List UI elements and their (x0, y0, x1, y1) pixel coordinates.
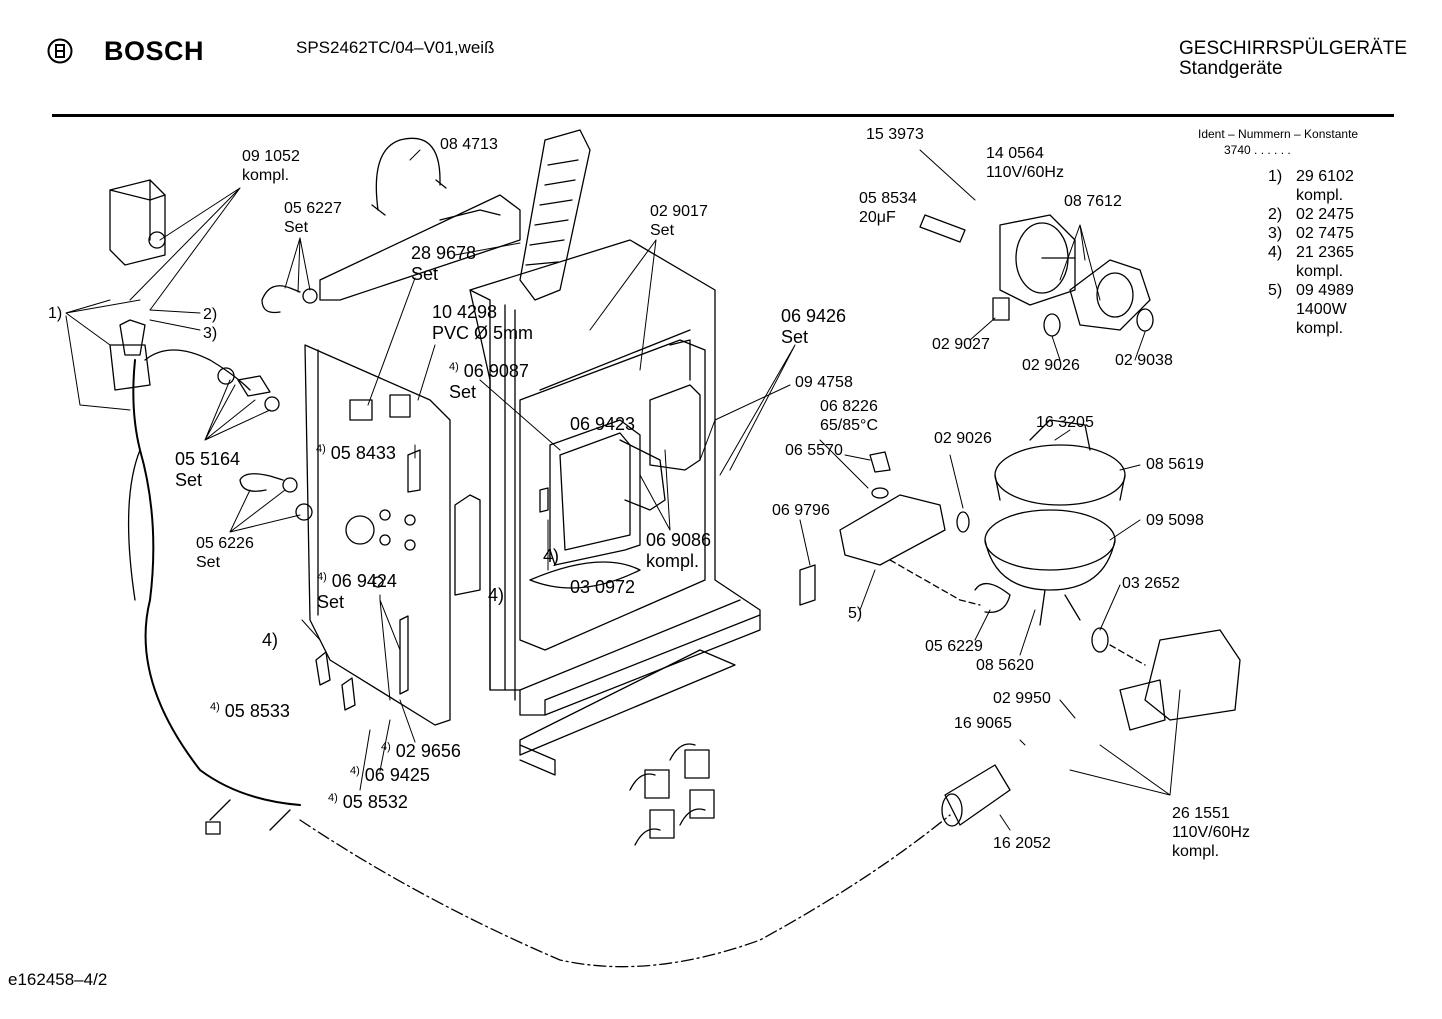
label-085620: 08 5620 (976, 657, 1034, 674)
top-panel (319, 194, 521, 301)
label-140564: 14 0564 110V/60Hz (986, 145, 1064, 181)
model-name: SPS2462TC/04–V01,weiß (296, 38, 495, 57)
legend-row: 4)21 2365 (1268, 244, 1354, 261)
leader-lines (65, 149, 1181, 831)
ident-title: Ident – Nummern – Konstante (1198, 127, 1359, 141)
label-069087: 4) 06 9087 Set (449, 361, 529, 402)
connector-set (629, 743, 715, 846)
label-058533: 4) 05 8533 (210, 701, 290, 721)
label-069424: 4) 06 9424 Set (317, 571, 397, 612)
brand-name: BOSCH (104, 36, 205, 66)
inlet-duct (519, 129, 591, 301)
legend-row-extra: kompl. (1296, 263, 1344, 280)
label-055164: 05 5164 Set (175, 449, 241, 490)
label-058534: 05 8534 20μF (859, 190, 917, 226)
label-029026-b: 02 9026 (934, 430, 992, 447)
label-032652: 03 2652 (1122, 575, 1180, 592)
drain-pump (1091, 627, 1241, 731)
legend-row: 5)09 4989 (1268, 282, 1354, 299)
subcategory-title: Standgeräte (1179, 58, 1283, 79)
valve-part (119, 319, 146, 356)
label-094758: 09 4758 (795, 374, 853, 391)
control-unit (109, 179, 166, 266)
label-087612: 08 7612 (1064, 193, 1122, 210)
drawing-code: e162458–4/2 (8, 970, 108, 989)
label-029950: 02 9950 (993, 690, 1051, 707)
label-289678: 28 9678 Set (411, 243, 477, 284)
ident-code: 3740 . . . . . . (1224, 143, 1291, 157)
label-104298: 10 4298 PVC Ø 5mm (432, 302, 534, 343)
label-085619: 08 5619 (1146, 456, 1204, 473)
label-069426: 06 9426 Set (781, 306, 847, 347)
label-030972: 03 0972 (570, 577, 636, 597)
ref-marker-5: 5) (848, 605, 863, 622)
label-153973: 15 3973 (866, 126, 924, 143)
label-029027: 02 9027 (932, 336, 990, 353)
label-069423: 06 9423 (570, 414, 636, 434)
legend-row: 2)02 2475 (1268, 206, 1354, 223)
label-029038: 02 9038 (1115, 352, 1173, 369)
tub-body (469, 239, 761, 716)
label-029026-a: 02 9026 (1022, 357, 1080, 374)
sump-assembly (984, 419, 1126, 591)
ref-marker-4-duct: 4) (488, 585, 505, 605)
door-seal-frame (549, 419, 666, 566)
label-084713: 08 4713 (440, 136, 498, 153)
legend-row: 3)02 7475 (1268, 225, 1354, 242)
ref-marker-1: 1) (48, 305, 63, 322)
clamp-part (375, 137, 441, 211)
label-065570: 06 5570 (785, 442, 843, 459)
label-056229: 05 6229 (925, 638, 983, 655)
ref-marker-3: 3) (203, 325, 218, 342)
label-069425: 4) 06 9425 (350, 765, 430, 785)
ref-marker-4-side: 4) (262, 630, 279, 650)
label-029017: 02 9017 Set (650, 203, 708, 239)
bosch-logo-icon (47, 38, 73, 64)
label-091052: 09 1052 kompl. (242, 148, 300, 184)
ref-marker-4-mount: 4) (543, 546, 560, 566)
category-title: GESCHIRRSPÜLGERÄTE (1179, 38, 1408, 59)
label-058433: 4) 05 8433 (316, 443, 396, 463)
label-163205: 16 3205 (1036, 414, 1094, 431)
sleeve-part (941, 764, 1011, 827)
legend-row: 1)29 6102 (1268, 168, 1354, 185)
label-058532: 4) 05 8532 (328, 792, 408, 812)
label-068226: 06 8226 65/85°C (820, 398, 878, 434)
label-261551: 26 1551 110V/60Hz kompl. (1172, 805, 1250, 860)
header-divider (52, 114, 1394, 117)
label-056226: 05 6226 Set (196, 535, 254, 571)
pump-housing (1069, 259, 1151, 331)
label-069796: 06 9796 (772, 502, 830, 519)
label-056227: 05 6227 Set (284, 200, 342, 236)
label-169065: 16 9065 (954, 715, 1012, 732)
side-panel (304, 344, 481, 726)
label-069086: 06 9086 kompl. (646, 530, 712, 571)
label-095098: 09 5098 (1146, 512, 1204, 529)
label-162052: 16 2052 (993, 835, 1051, 852)
motor-part (999, 214, 1076, 306)
legend-row-extra: kompl. (1296, 187, 1344, 204)
label-029656: 4) 02 9656 (381, 741, 461, 761)
ref-marker-2: 2) (203, 306, 218, 323)
ident-legend: 1)29 6102 kompl. 2)02 2475 3)02 7475 4)2… (1268, 167, 1354, 338)
legend-row-extra: 1400W kompl. (1296, 301, 1347, 337)
